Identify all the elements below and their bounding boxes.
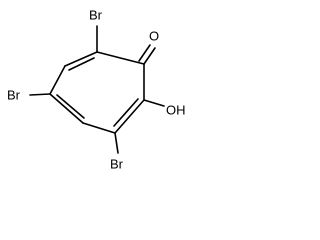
double-bond-inner-c5-c6: [113, 98, 139, 127]
atom-label-br-bottom: Br: [110, 156, 124, 171]
carbonyl-bond-line-2: [138, 44, 151, 62]
bond-c3-br-left: [29, 93, 51, 96]
ring-bond-c4-c5: [82, 122, 116, 134]
double-bond-inner-c3-c4: [56, 94, 85, 119]
ring-bond-c1-c2: [64, 51, 98, 67]
carbonyl-bond-line-1: [143, 47, 156, 65]
atom-label-hydroxyl: OH: [166, 102, 186, 117]
ring-bond-c7-c1: [96, 51, 145, 65]
atom-label-br-left: Br: [7, 87, 21, 102]
atom-label-oxygen: O: [149, 28, 159, 43]
ring-bond-c5-c6: [114, 99, 145, 134]
atom-label-br-top: Br: [89, 7, 103, 22]
bond-c5-br-bottom: [114, 132, 119, 154]
ring-bond-c3-c4: [49, 93, 84, 124]
ring-bond-c2-c3: [49, 65, 66, 95]
molecule-structure-diagram: Br O Br OH Br: [7, 7, 186, 171]
bond-c6-oh: [143, 99, 165, 107]
double-bond-inner-c1-c2: [68, 57, 95, 71]
